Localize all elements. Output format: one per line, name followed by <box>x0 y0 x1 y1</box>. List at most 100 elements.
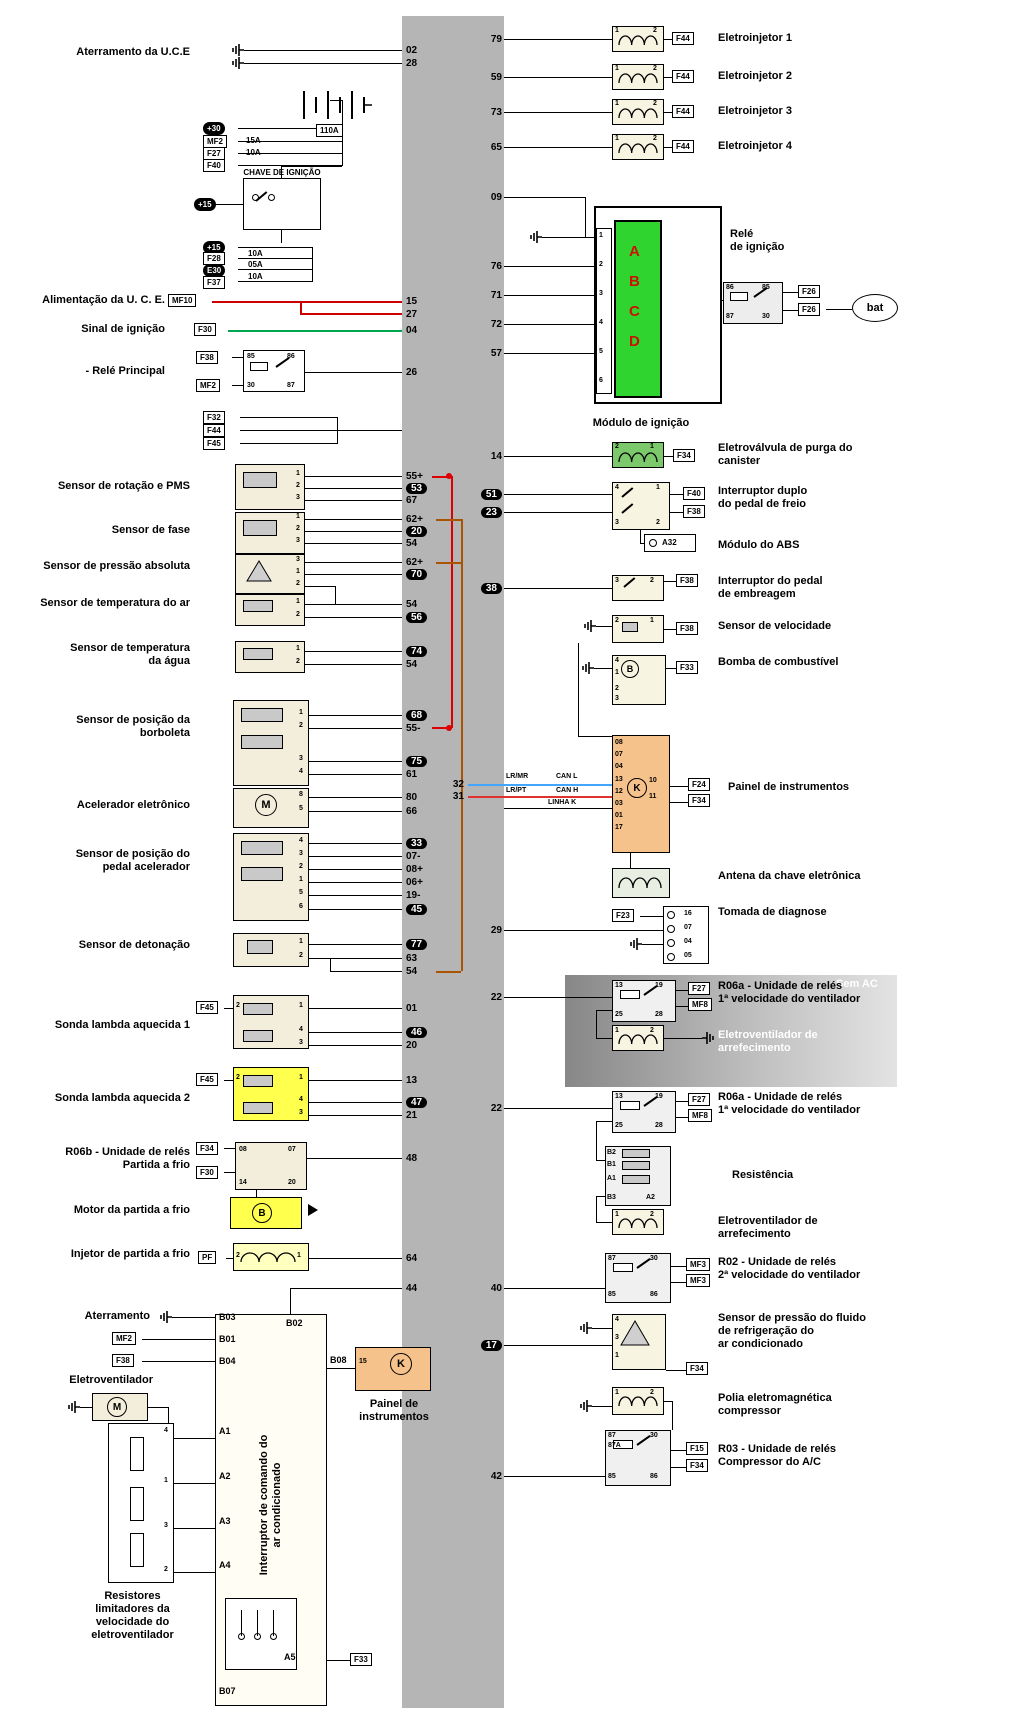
pin-number: 20 <box>406 526 428 537</box>
wire <box>241 1610 242 1636</box>
diagram-label: Eletroválvula de purga do canister <box>718 442 853 467</box>
connector-pin: 3 <box>299 850 303 857</box>
pin-number: 31 <box>452 791 464 802</box>
pin-number: 57 <box>490 348 502 359</box>
wire <box>504 1345 612 1346</box>
wire <box>596 1121 612 1122</box>
ecu-pin-left: 77 <box>406 938 450 951</box>
inner-rect-icon <box>241 735 283 749</box>
contact-circle-icon <box>254 1633 261 1640</box>
contact-circle-icon <box>268 194 275 201</box>
diagram-label: Tomada de diagnose <box>718 906 827 918</box>
wire <box>671 1450 686 1451</box>
diagram-label: Aterramento da U.C.E <box>76 46 190 58</box>
connector-pin: 14 <box>239 1179 247 1186</box>
ecu-pin-left: 54 <box>406 965 450 978</box>
connector-pin: 87 <box>608 1432 616 1439</box>
ground-icon <box>528 230 542 244</box>
ecu-pin-right: 09 <box>458 191 502 204</box>
connector-pin: 1 <box>615 100 619 107</box>
wire <box>664 1038 702 1039</box>
connector-pin: 5 <box>299 805 303 812</box>
connector-pin: 85 <box>762 284 770 291</box>
diagram-label: Eletroinjetor 2 <box>718 70 792 82</box>
wire <box>228 330 402 332</box>
fuse-tag: F27 <box>688 982 710 995</box>
inner-rect-icon <box>250 362 268 371</box>
inner-rect-icon <box>243 1003 273 1015</box>
connector-pin: 2 <box>653 100 657 107</box>
pin-number: 46 <box>406 1027 428 1038</box>
wire <box>676 1006 688 1007</box>
ecu-pin-left: 63 <box>406 952 450 965</box>
ac-switch-contacts-box <box>225 1598 297 1670</box>
ground-icon <box>158 1310 172 1324</box>
ecu-pin-left: 62+ <box>406 513 450 526</box>
connector-pin: 1 <box>650 443 654 450</box>
coil-icon <box>618 1394 658 1407</box>
wire <box>309 856 402 857</box>
wire <box>309 774 402 775</box>
coil-icon <box>618 876 662 889</box>
connector-pin: 10 <box>649 777 657 784</box>
contact-circle-icon <box>667 911 675 919</box>
wire <box>312 247 313 282</box>
wire <box>309 869 402 870</box>
diagram-label: Polia eletromagnética compressor <box>718 1392 832 1417</box>
connector-pin: 85 <box>247 353 255 360</box>
pin-number: 38 <box>480 583 502 594</box>
wire <box>273 1610 274 1636</box>
circle-m-icon: M <box>255 794 277 816</box>
connector-pin: 11 <box>649 793 657 800</box>
diagram-label: R02 - Unidade de relés 2ª velocidade do … <box>718 1256 861 1281</box>
connector-pin: 1 <box>615 669 619 676</box>
ac-switch-vertical-label: Interruptor de comando do ar condicionad… <box>258 1434 283 1576</box>
pin-number: 21 <box>406 1110 418 1121</box>
ecu-pin-left: 54 <box>406 598 450 611</box>
connector-pin: 30 <box>762 313 770 320</box>
wire <box>244 63 402 64</box>
cold-start-injector-box <box>233 1243 309 1271</box>
junction-dot <box>446 725 452 731</box>
pin-number: 76 <box>490 261 502 272</box>
fuse-tag: F44 <box>672 140 694 153</box>
wire <box>592 1328 612 1329</box>
diagram-label: A5 <box>284 1652 296 1662</box>
wire <box>309 843 402 844</box>
connector-pin: 08 <box>239 1146 247 1153</box>
ground-icon <box>230 43 244 57</box>
wire <box>309 1008 402 1009</box>
wire <box>504 512 612 513</box>
connector-pin: 04 <box>615 763 623 770</box>
fuse-tag: MF8 <box>688 998 712 1011</box>
wire <box>596 1196 605 1197</box>
ecu-pin-left: 46 <box>406 1026 450 1039</box>
inner-rect-icon <box>130 1437 144 1471</box>
wire <box>596 1196 597 1222</box>
inner-rect-icon <box>241 708 283 722</box>
ground-icon <box>628 937 642 951</box>
fuse-tag: F24 <box>688 778 710 791</box>
pin-number: 28 <box>406 58 418 69</box>
wire <box>307 1158 402 1159</box>
connector-pin: 2 <box>615 443 619 450</box>
wire <box>168 1407 169 1423</box>
ecu-pin-right: 65 <box>458 141 502 154</box>
connector-pin: 01 <box>615 812 623 819</box>
wire <box>174 1483 215 1484</box>
diagram-label: LR/PT <box>506 787 527 794</box>
wire <box>436 562 461 564</box>
connector-pin: 4 <box>299 837 303 844</box>
pin-number: 44 <box>406 1283 418 1294</box>
diagram-label: - Relé Principal <box>85 365 165 377</box>
connector-pin: 1 <box>296 513 300 520</box>
wire <box>596 1121 597 1160</box>
wire <box>504 295 596 296</box>
connector-pin: 3 <box>615 519 619 526</box>
pin-number: 62+ <box>406 557 423 568</box>
wire <box>290 1288 291 1314</box>
wire <box>244 50 402 51</box>
wire <box>309 1115 402 1116</box>
wire <box>142 1339 215 1340</box>
diagram-label: Resistores limitadores da velocidade do … <box>91 1590 174 1641</box>
